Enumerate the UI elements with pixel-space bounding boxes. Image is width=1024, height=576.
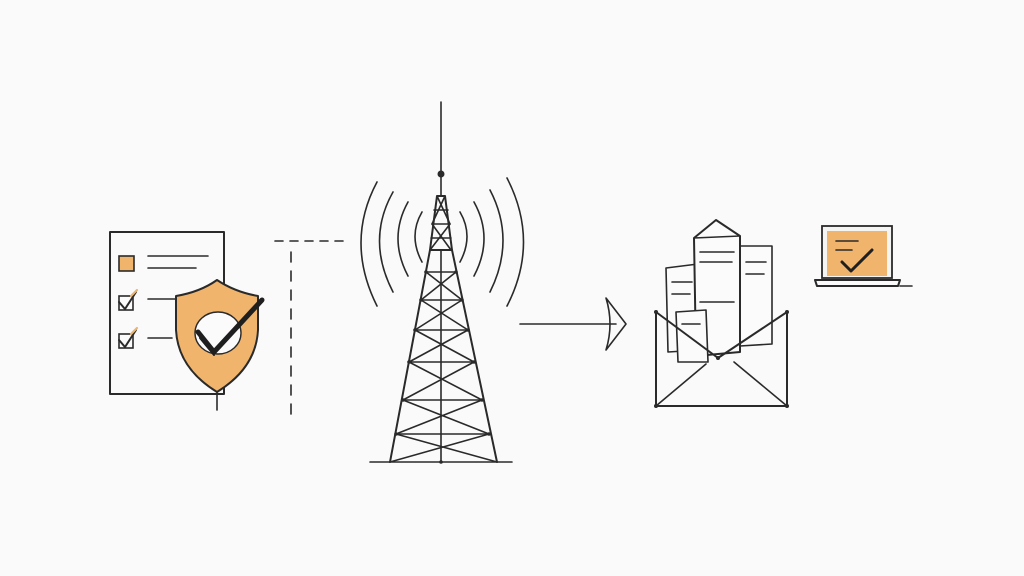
laptop-check-icon xyxy=(814,225,913,287)
signal-waves-icon xyxy=(360,177,525,307)
checklist-item xyxy=(118,255,209,272)
checklist-item xyxy=(118,288,177,311)
dashed-connector xyxy=(274,240,346,419)
arrow-right-icon xyxy=(519,297,627,351)
shield-check-icon xyxy=(175,279,265,411)
checklist-document-icon xyxy=(109,231,225,395)
checklist-item xyxy=(118,326,173,349)
envelope-with-documents-icon xyxy=(654,219,789,408)
radio-tower-icon xyxy=(360,101,525,464)
